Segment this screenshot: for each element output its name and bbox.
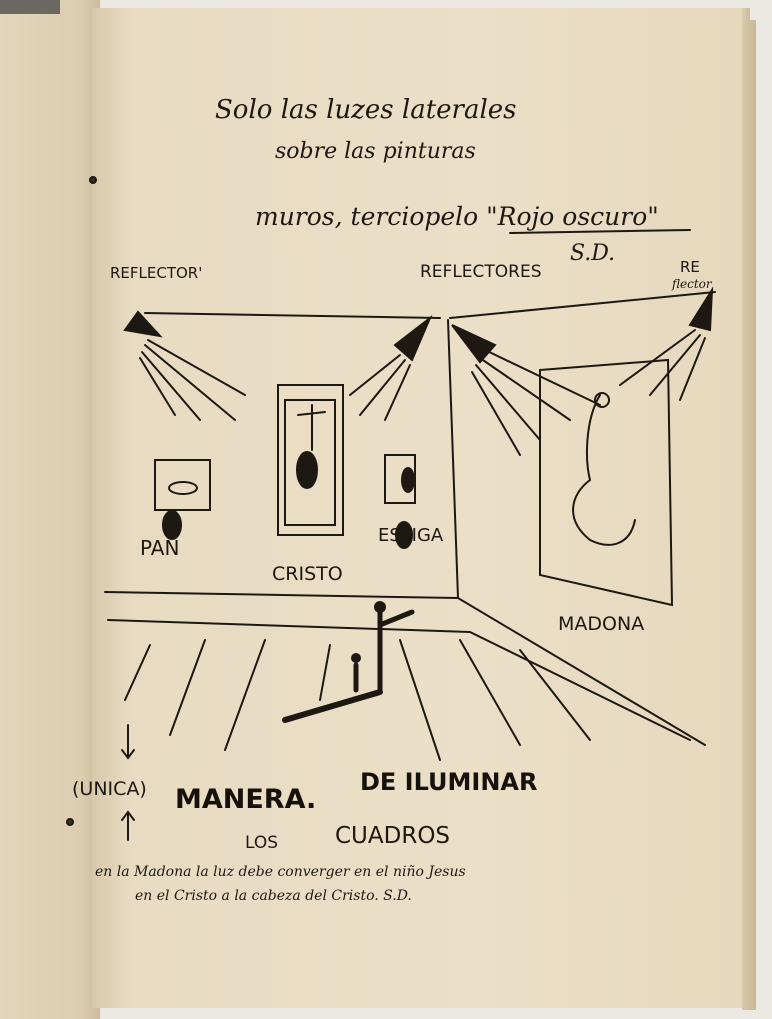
reflector-left [123,310,246,421]
painting-madona [539,358,674,607]
caption-unica: (UNICA) [72,778,147,800]
label-pan: PAN [140,536,179,560]
label-cristo: CRISTO [272,563,343,585]
note-line1: Solo las luzes laterales [215,95,517,125]
caption-cuadros: CUADROS [335,823,450,849]
painting-pan [154,459,211,540]
caption-note2: en el Cristo a la cabeza del Cristo. S.D… [135,888,412,904]
binding-stitch [89,176,97,184]
reflector-right-wall [451,324,601,456]
label-reflector-right-top: RE [680,258,700,276]
note-line2: sobre las pinturas [275,139,476,164]
up-arrow-icon [121,810,135,841]
viewer-figures [282,601,415,723]
page-edges [742,20,756,1010]
reflector-center [349,314,433,421]
label-espiga: ESPIGA [378,525,444,546]
room-walls [104,291,716,761]
reflector-far-right [619,286,714,401]
label-reflectores: REFLECTORES [420,262,542,282]
label-madona: MADONA [558,613,644,635]
caption-note1: en la Madona la luz debe converger en el… [95,864,466,880]
label-reflector-right-bottom: flector [671,277,713,291]
down-arrow-icon [121,724,135,760]
caption-los: LOS [245,833,278,853]
painting-cristo [277,384,344,536]
note-walls: muros, terciopelo "Rojo oscuro" [255,202,659,231]
caption-manera: MANERA. [175,784,316,815]
binding-stitch [66,818,74,826]
label-reflector-left: REFLECTOR' [110,264,202,282]
book-page [92,8,742,1008]
left-page [0,0,100,1019]
background-corner [0,0,60,14]
underline [509,229,691,234]
painting-espiga [384,454,416,549]
caption-de-iluminar: DE ILUMINAR [360,768,537,796]
note-initials: S.D. [570,241,615,266]
